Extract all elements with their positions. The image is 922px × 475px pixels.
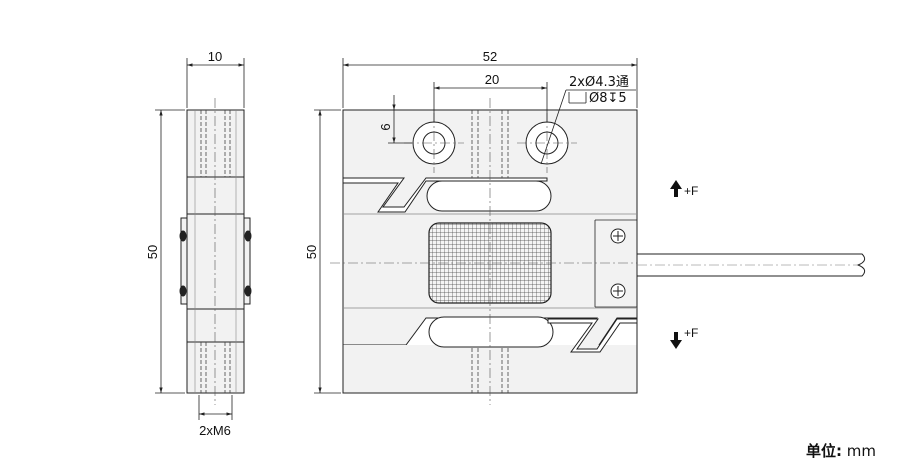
force-up-label: +F <box>684 184 698 198</box>
hole-spacing-label: 20 <box>485 72 499 87</box>
cable-screw-bottom <box>610 283 626 299</box>
side-height-label: 50 <box>145 245 160 259</box>
force-down-arrow-icon <box>670 332 682 349</box>
side-thread-label: 2xM6 <box>199 423 231 438</box>
side-width-label: 10 <box>208 49 222 64</box>
upper-rounded-slot <box>426 180 552 212</box>
cable <box>636 253 866 277</box>
side-screws <box>179 230 252 297</box>
front-height-label: 50 <box>304 245 319 259</box>
side-thread-bottom <box>200 342 231 393</box>
lower-rounded-slot <box>428 316 554 348</box>
hole-offset-label: 6 <box>378 123 393 130</box>
side-body <box>186 109 245 394</box>
front-view <box>330 98 650 405</box>
front-width-label: 52 <box>483 49 497 64</box>
front-dimensions <box>314 58 638 394</box>
unit-label: 单位: mm <box>806 440 876 461</box>
unit-name: 单位: <box>806 442 842 460</box>
unit-value: mm <box>846 442 877 460</box>
side-view <box>179 98 252 405</box>
force-down-label: +F <box>684 326 698 340</box>
hole-spec-line2: Ø8↧5 <box>589 91 627 106</box>
side-thread-top <box>200 110 231 177</box>
lower-slot <box>547 318 638 353</box>
hole-spec-line1: 2xØ4.3通 <box>569 75 629 90</box>
cable-screw-top <box>610 228 626 244</box>
upper-slot <box>342 177 548 213</box>
force-up-arrow-icon <box>670 180 682 197</box>
side-dimensions <box>155 58 245 420</box>
